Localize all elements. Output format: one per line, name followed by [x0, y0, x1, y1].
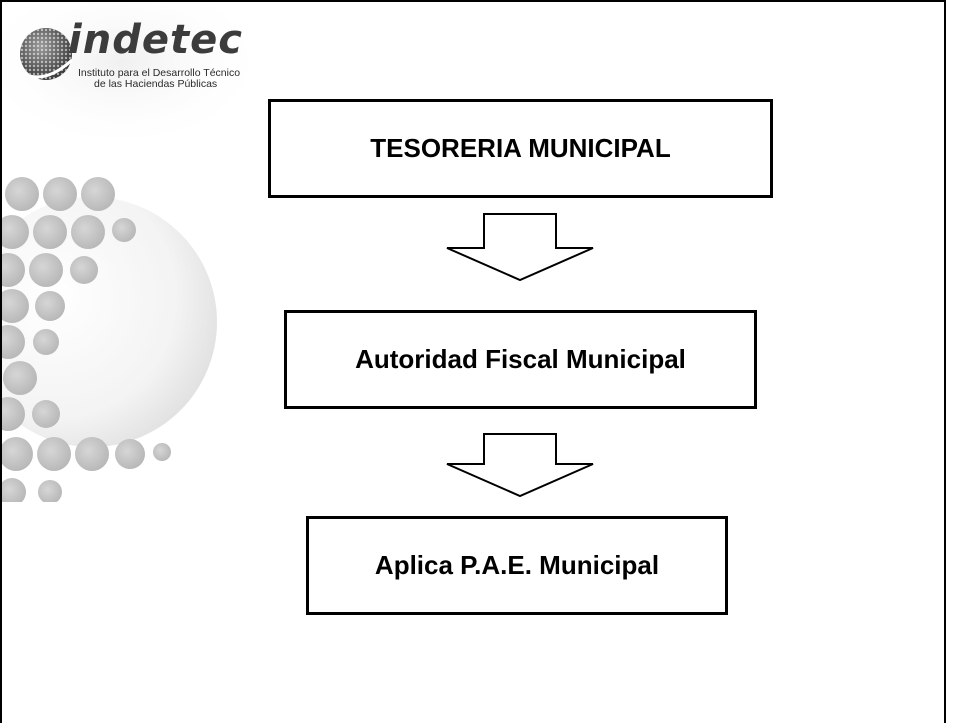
indetec-logo: indetec Instituto para el Desarrollo Téc… — [16, 20, 266, 100]
down-arrow-icon — [446, 213, 594, 282]
flow-box-aplica-pae: Aplica P.A.E. Municipal — [306, 516, 728, 615]
decorative-dots-background — [2, 2, 262, 502]
logo-wordmark: indetec — [68, 17, 243, 63]
flow-box-autoridad: Autoridad Fiscal Municipal — [284, 310, 757, 409]
logo-globe-icon — [20, 28, 74, 80]
logo-subtitle-line2: de las Haciendas Públicas — [94, 78, 218, 90]
flow-box-tesoreria: TESORERIA MUNICIPAL — [268, 99, 773, 198]
logo-subtitle-line1: Instituto para el Desarrollo Técnico — [78, 67, 241, 79]
down-arrow-icon — [446, 433, 594, 498]
